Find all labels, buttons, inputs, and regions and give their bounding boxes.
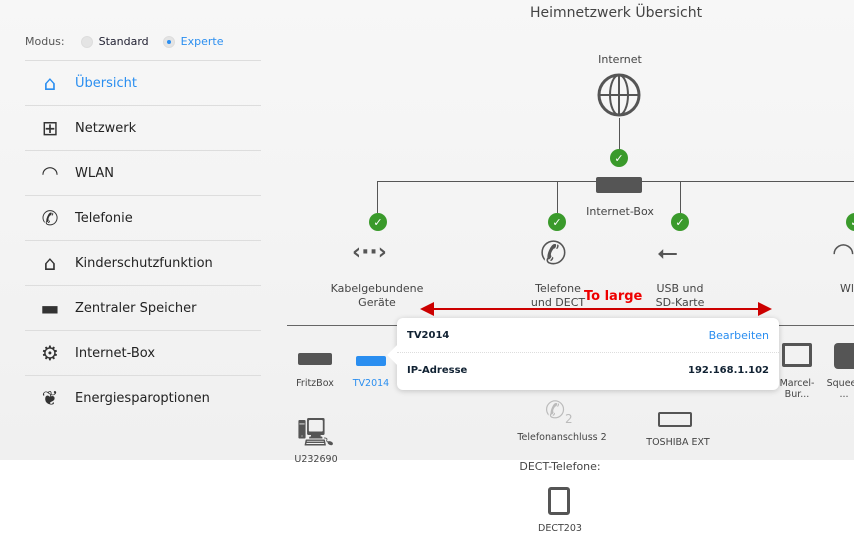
child-protection-icon: ⌂ (43, 251, 57, 275)
dect-phone-icon[interactable] (548, 487, 570, 515)
radio-icon[interactable] (834, 343, 854, 369)
device-fritzbox[interactable]: FritzBox (296, 378, 334, 389)
edit-link[interactable]: Bearbeiten (708, 328, 769, 342)
check-icon: ✓ (846, 213, 854, 231)
device-squeez[interactable]: Squeez ... (826, 378, 854, 400)
router-icon[interactable] (596, 177, 642, 193)
check-icon: ✓ (548, 213, 566, 231)
radio-experte-label[interactable]: Experte (180, 35, 224, 48)
dect-heading: DECT-Telefone: (519, 460, 601, 473)
sidebar-item-label: Telefonie (75, 210, 133, 226)
usb-icon[interactable]: ⭠ (657, 238, 678, 268)
wifi-icon: ◠ (41, 161, 59, 185)
storage-icon: ▬ (40, 296, 60, 320)
wlan-label: Wl (840, 282, 854, 295)
sidebar-item-label: Netzwerk (75, 120, 137, 136)
device-toshiba[interactable]: TOSHIBA EXT (646, 437, 710, 448)
wired-icon[interactable]: ‹··› (352, 240, 387, 265)
phone-number: 2 (565, 412, 573, 426)
sidebar-item-label: Energiesparoptionen (75, 390, 210, 406)
phone-icon[interactable]: ✆ (545, 396, 566, 424)
sidebar-item-uebersicht[interactable]: ⌂ Übersicht (25, 60, 261, 105)
wifi-icon[interactable]: ◠ (832, 238, 854, 268)
mode-label: Modus: (25, 35, 65, 48)
check-icon: ✓ (369, 213, 387, 231)
sidebar-item-telefonie[interactable]: ✆ Telefonie (25, 195, 261, 240)
sidebar: ⌂ Übersicht ⊞ Netzwerk ◠ WLAN ✆ Telefonie ⌂ K… (25, 60, 261, 420)
fritzbox-icon[interactable] (298, 345, 332, 367)
radio-experte[interactable] (162, 35, 175, 48)
sidebar-item-kinderschutz[interactable]: ⌂ Kinderschutzfunktion (25, 240, 261, 285)
device-tv2014[interactable]: TV2014 (352, 378, 390, 389)
popup-device-name: TV2014 (407, 329, 450, 341)
width-annotation-arrow (420, 302, 772, 316)
connector (377, 181, 378, 213)
sidebar-item-wlan[interactable]: ◠ WLAN (25, 150, 261, 195)
sidebar-item-energie[interactable]: ❦ Energiesparoptionen (25, 375, 261, 420)
sidebar-item-speicher[interactable]: ▬ Zentraler Speicher (25, 285, 261, 330)
connector (680, 181, 681, 213)
globe-icon[interactable] (596, 72, 642, 118)
internet-label: Internet (598, 53, 642, 66)
network-icon: ⊞ (41, 116, 59, 140)
phone-icon: ✆ (41, 206, 59, 230)
device-popup: TV2014 Bearbeiten IP-Adresse 192.168.1.1… (387, 318, 779, 390)
check-icon: ✓ (610, 149, 628, 167)
sidebar-item-label: Kinderschutzfunktion (75, 255, 213, 271)
ip-label: IP-Adresse (407, 365, 468, 376)
sidebar-item-label: Zentraler Speicher (75, 300, 197, 316)
connector (619, 118, 620, 150)
connector (557, 181, 558, 213)
tv-icon[interactable] (356, 356, 386, 366)
radio-standard[interactable] (80, 35, 93, 48)
check-icon: ✓ (671, 213, 689, 231)
leaf-icon: ❦ (41, 386, 59, 410)
device-dect203[interactable]: DECT203 (538, 523, 582, 534)
sidebar-item-label: Internet-Box (75, 345, 156, 361)
sidebar-item-internet-box[interactable]: ⚙ Internet-Box (25, 330, 261, 375)
sidebar-item-label: WLAN (75, 165, 115, 181)
sidebar-item-netzwerk[interactable]: ⊞ Netzwerk (25, 105, 261, 150)
radio-standard-label[interactable]: Standard (98, 35, 149, 48)
internet-box-label: Internet-Box (586, 205, 654, 218)
device-u232690[interactable]: U232690 (294, 454, 338, 465)
gears-icon: ⚙ (41, 341, 59, 365)
device-marcel[interactable]: Marcel- Bur... (779, 378, 815, 400)
phone-icon[interactable]: ✆ (540, 234, 567, 272)
page-title: Heimnetzwerk Übersicht (530, 5, 703, 21)
ip-value: 192.168.1.102 (688, 365, 769, 376)
computer-icon[interactable]: 🖳 (297, 416, 335, 449)
device-telefonanschluss-2[interactable]: Telefonanschluss 2 (517, 432, 607, 443)
annotation-text: To large (584, 289, 643, 304)
laptop-icon[interactable] (782, 343, 812, 367)
home-icon: ⌂ (43, 71, 57, 95)
usb-drive-icon[interactable] (658, 412, 692, 427)
mode-selector: Modus: Standard Experte (25, 35, 224, 48)
sidebar-item-label: Übersicht (75, 75, 137, 91)
